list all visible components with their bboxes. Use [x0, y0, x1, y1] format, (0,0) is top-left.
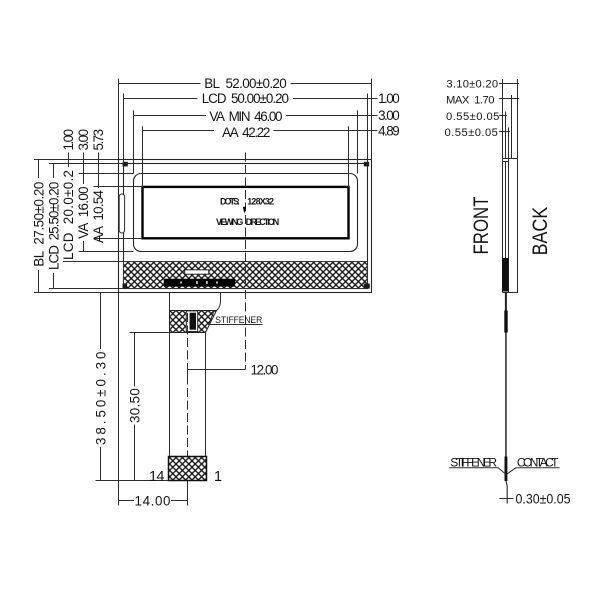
- svg-text:12.00: 12.00: [251, 363, 279, 378]
- svg-text:30.50: 30.50: [128, 388, 143, 423]
- svg-text:3.00: 3.00: [76, 129, 91, 151]
- svg-text:AA 42.22: AA 42.22: [222, 125, 270, 140]
- svg-text:FRONT: FRONT: [469, 197, 493, 255]
- svg-text:14.00: 14.00: [135, 494, 171, 509]
- svg-text:3.10±0.20: 3.10±0.20: [446, 79, 498, 91]
- svg-text:STIFFENER: STIFFENER: [450, 455, 497, 469]
- svg-text:4.89: 4.89: [378, 123, 400, 138]
- svg-text:5.73: 5.73: [91, 129, 106, 151]
- svg-text:DIRECTION: DIRECTION: [246, 217, 280, 227]
- svg-text:BACK: BACK: [528, 206, 552, 255]
- svg-text:1.00: 1.00: [378, 91, 400, 106]
- svg-text:VA 16.00: VA 16.00: [76, 186, 91, 239]
- svg-text:VIEWING: VIEWING: [216, 217, 243, 227]
- svg-text:1.00: 1.00: [61, 129, 76, 151]
- svg-text:1: 1: [214, 469, 222, 485]
- svg-text:CONTACT: CONTACT: [517, 455, 559, 469]
- svg-text:0.55±0.05: 0.55±0.05: [445, 127, 498, 139]
- svg-text:LCD 50.00±0.20: LCD 50.00±0.20: [202, 91, 289, 106]
- svg-text:BL 52.00±0.20: BL 52.00±0.20: [204, 76, 287, 91]
- svg-text:LCD 20.0±0.2: LCD 20.0±0.2: [61, 170, 76, 260]
- svg-text:0.55±0.05: 0.55±0.05: [446, 111, 499, 123]
- svg-text:DOTS:: DOTS:: [220, 197, 240, 207]
- svg-text:STIFFENER: STIFFENER: [215, 315, 262, 325]
- svg-text:14: 14: [149, 469, 165, 485]
- svg-text:VA MIN 46.00: VA MIN 46.00: [209, 109, 282, 124]
- svg-text:AA 10.54: AA 10.54: [91, 189, 106, 243]
- svg-text:LCD 25.50±0.20: LCD 25.50±0.20: [47, 182, 62, 270]
- svg-text:MAX 1.70: MAX 1.70: [446, 95, 495, 107]
- svg-text:128X32: 128X32: [247, 197, 274, 207]
- svg-text:0.30±0.05: 0.30±0.05: [516, 491, 571, 506]
- svg-text:BL 27.50±0.20: BL 27.50±0.20: [32, 182, 47, 267]
- svg-text:3.00: 3.00: [378, 108, 400, 123]
